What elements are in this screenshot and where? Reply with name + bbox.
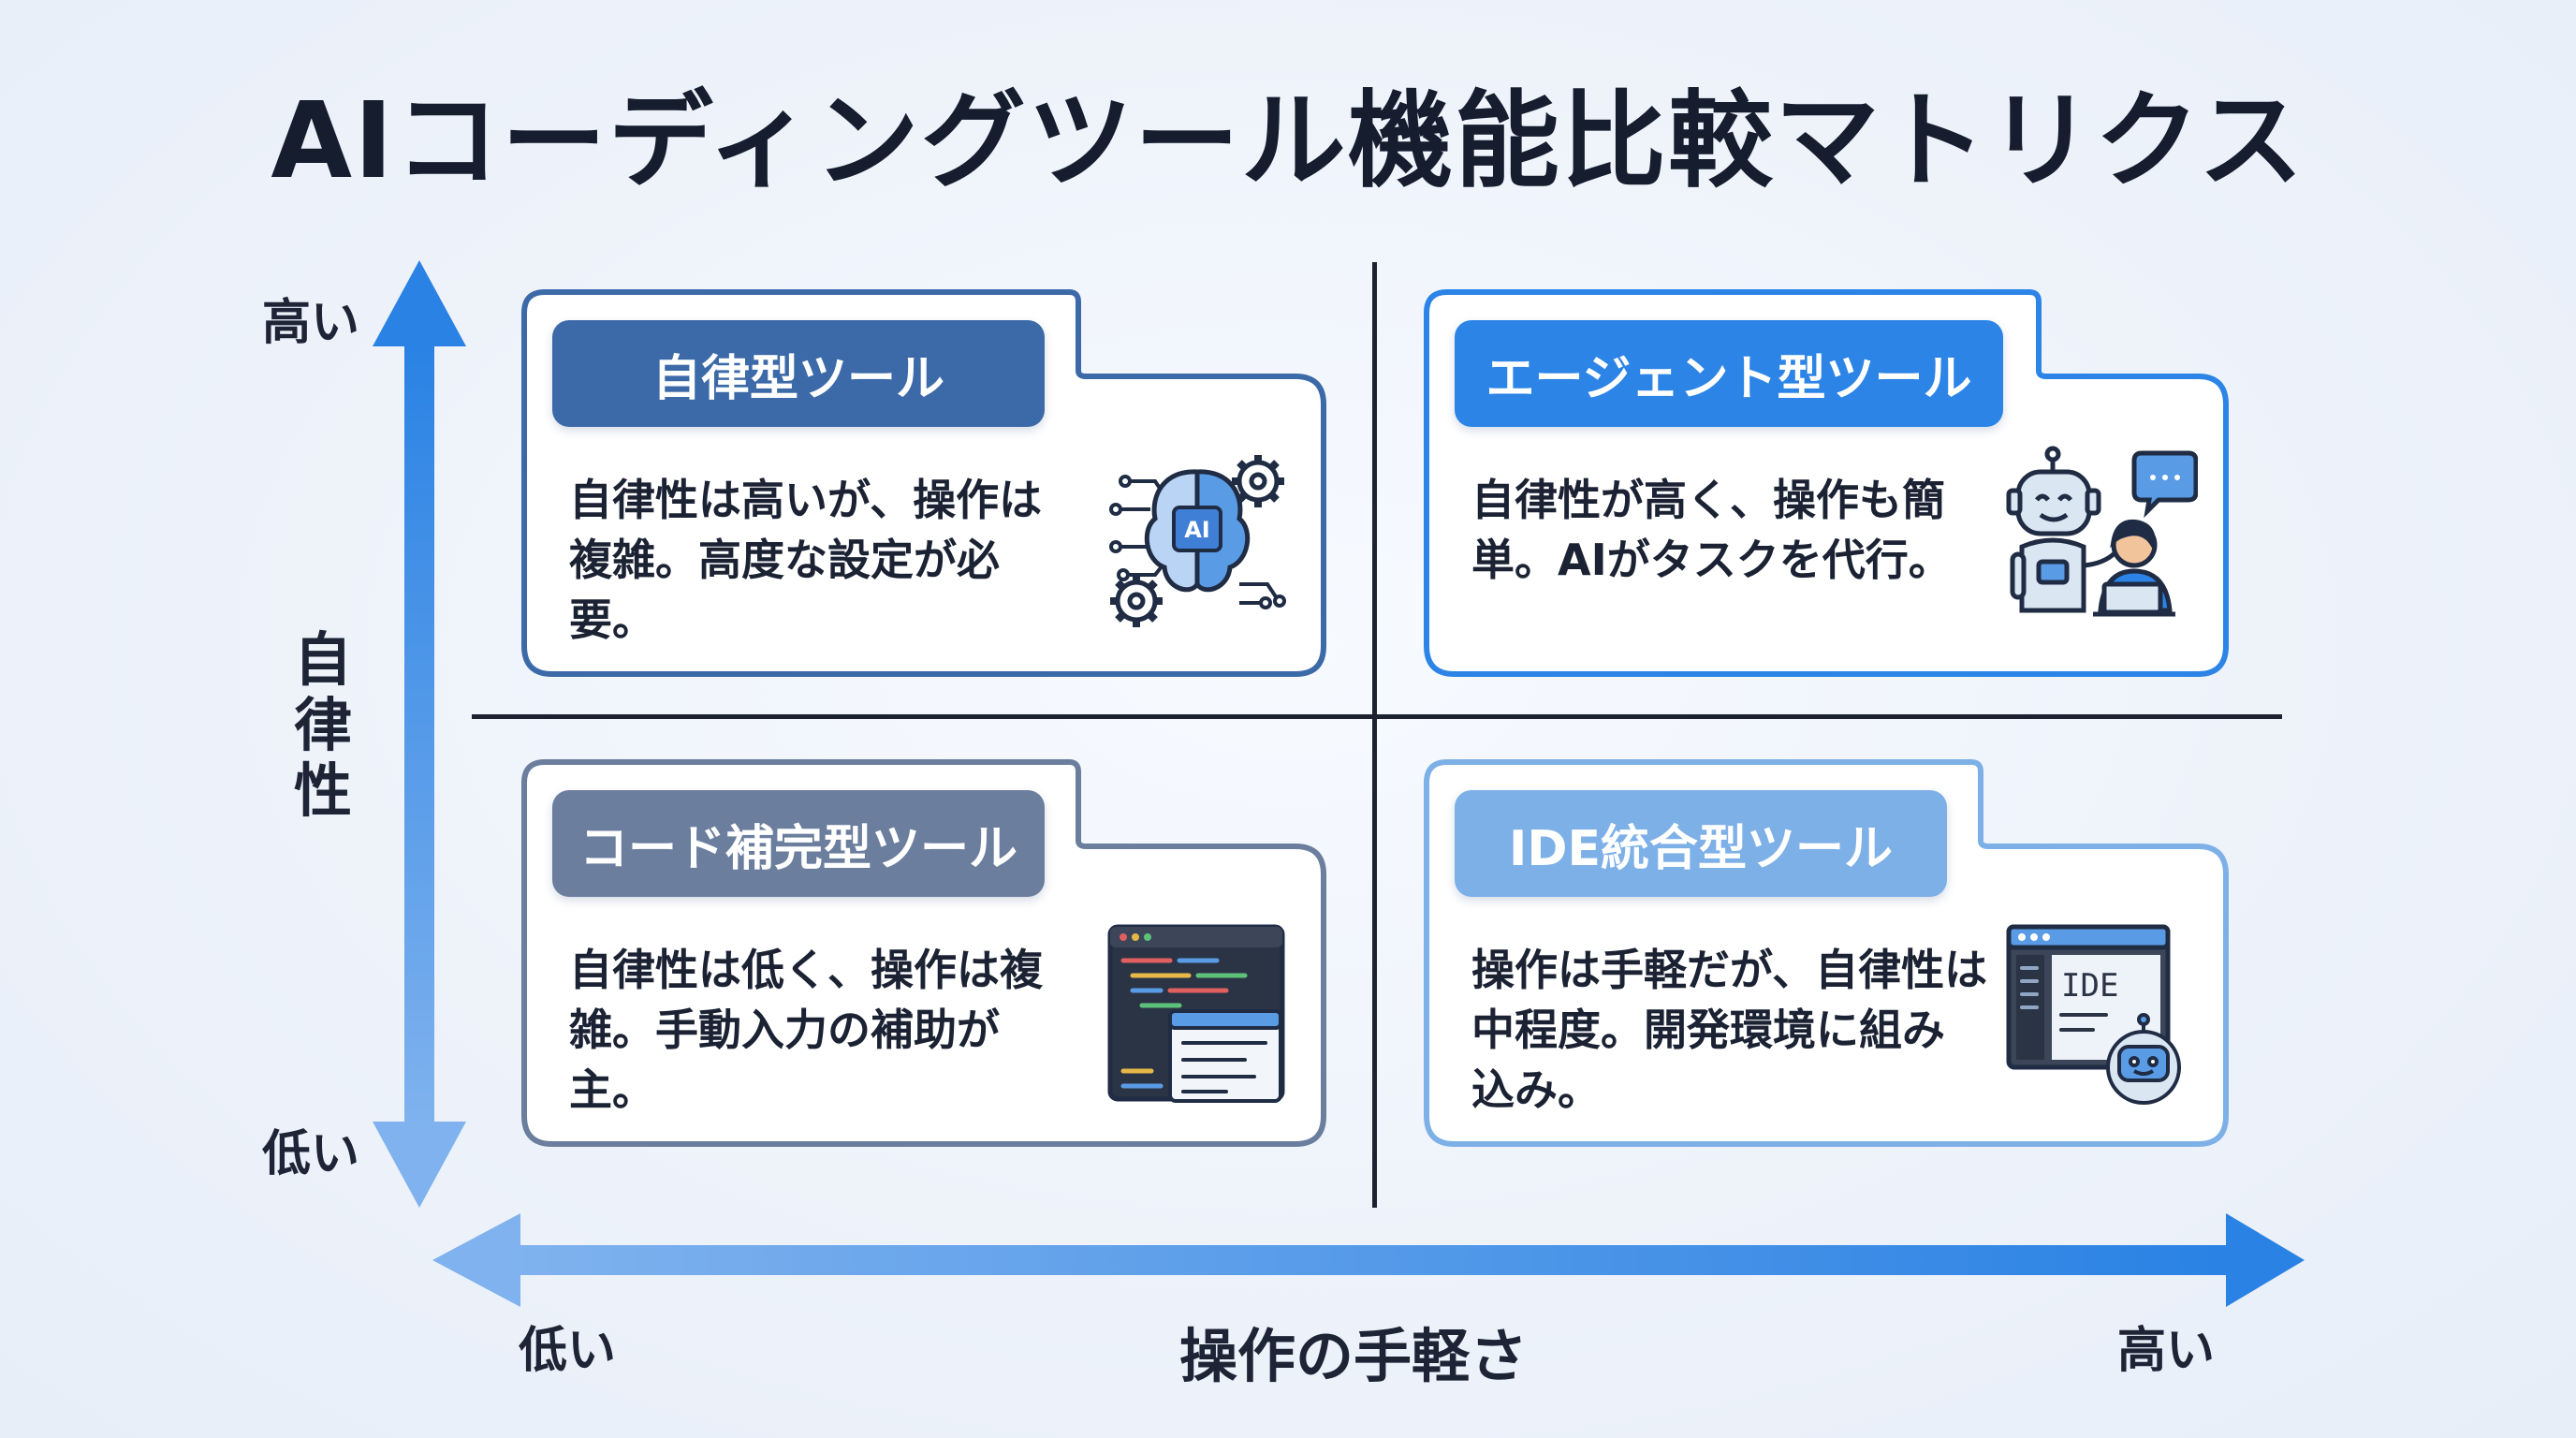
y-axis-title-char: 性 [293, 756, 352, 825]
quadrant-autonomous: 自律型ツール 自律性は高いが、操作は 複雑。高度な設定が必 要。 AI [519, 286, 1329, 680]
tab-label: 自律型ツール [552, 320, 1045, 427]
desc-line: 込み。 [1471, 1064, 1601, 1115]
x-axis-high-label: 高い [2117, 1323, 2216, 1379]
desc-line: 雑。手動入力の補助が [569, 1005, 1000, 1055]
y-axis-title-char: 自 [293, 625, 352, 694]
y-axis-title-char: 律 [293, 691, 352, 759]
svg-text:AI: AI [1184, 517, 1210, 543]
ai-brain-gears-icon: AI [1109, 455, 1286, 627]
y-axis-high-label: 高い [262, 295, 360, 351]
quadrant-description: 自律性が高く、操作も簡 単。AIがタスクを代行。 [1471, 470, 1996, 590]
y-axis-arrow [373, 260, 466, 1208]
quadrant-divider-horizontal [472, 714, 2282, 719]
tab-label: コード補完型ツール [552, 790, 1045, 897]
quadrant-ide-integrated: IDE統合型ツール 操作は手軽だが、自律性は 中程度。開発環境に組み 込み。 I… [1421, 756, 2232, 1150]
x-axis-title: 操作の手軽さ [1178, 1322, 1528, 1390]
desc-line: 単。AIがタスクを代行。 [1471, 535, 1952, 585]
quadrant-code-completion: コード補完型ツール 自律性は低く、操作は複 雑。手動入力の補助が 主。 [519, 756, 1329, 1150]
quadrant-description: 自律性は低く、操作は複 雑。手動入力の補助が 主。 [569, 940, 1093, 1120]
tab-label: IDE統合型ツール [1455, 790, 1947, 897]
desc-line: 中程度。開発環境に組み [1471, 1005, 1945, 1055]
desc-line: 操作は手軽だが、自律性は [1471, 945, 1988, 995]
tab-label: エージェント型ツール [1455, 320, 2003, 427]
desc-line: 自律性は高いが、操作は [569, 475, 1043, 525]
x-axis-arrow [432, 1213, 2305, 1307]
y-axis-title: 自 律 性 [281, 627, 365, 824]
page-title: AIコーディングツール機能比較マトリクス [271, 81, 2305, 202]
ide-icon-text: IDE [2061, 967, 2118, 1005]
y-axis-low-label: 低い [262, 1126, 360, 1182]
quadrant-agent: エージェント型ツール 自律性が高く、操作も簡 単。AIがタスクを代行。 [1421, 286, 2232, 680]
x-axis-low-label: 低い [519, 1323, 617, 1379]
quadrant-description: 自律性は高いが、操作は 複雑。高度な設定が必 要。 [569, 470, 1093, 650]
code-editor-icon [1107, 924, 1285, 1103]
desc-line: 主。 [569, 1064, 655, 1115]
quadrant-divider-vertical [1372, 262, 1377, 1208]
desc-line: 自律性が高く、操作も簡 [1471, 475, 1945, 525]
desc-line: 要。 [569, 594, 655, 645]
ide-window-icon: IDE [2006, 924, 2181, 1105]
desc-line: 自律性は低く、操作は複 [569, 945, 1043, 995]
desc-line: 複雑。高度な設定が必 [569, 535, 1000, 585]
robot-assistant-icon [2006, 446, 2198, 617]
quadrant-description: 操作は手軽だが、自律性は 中程度。開発環境に組み 込み。 [1471, 940, 2014, 1120]
